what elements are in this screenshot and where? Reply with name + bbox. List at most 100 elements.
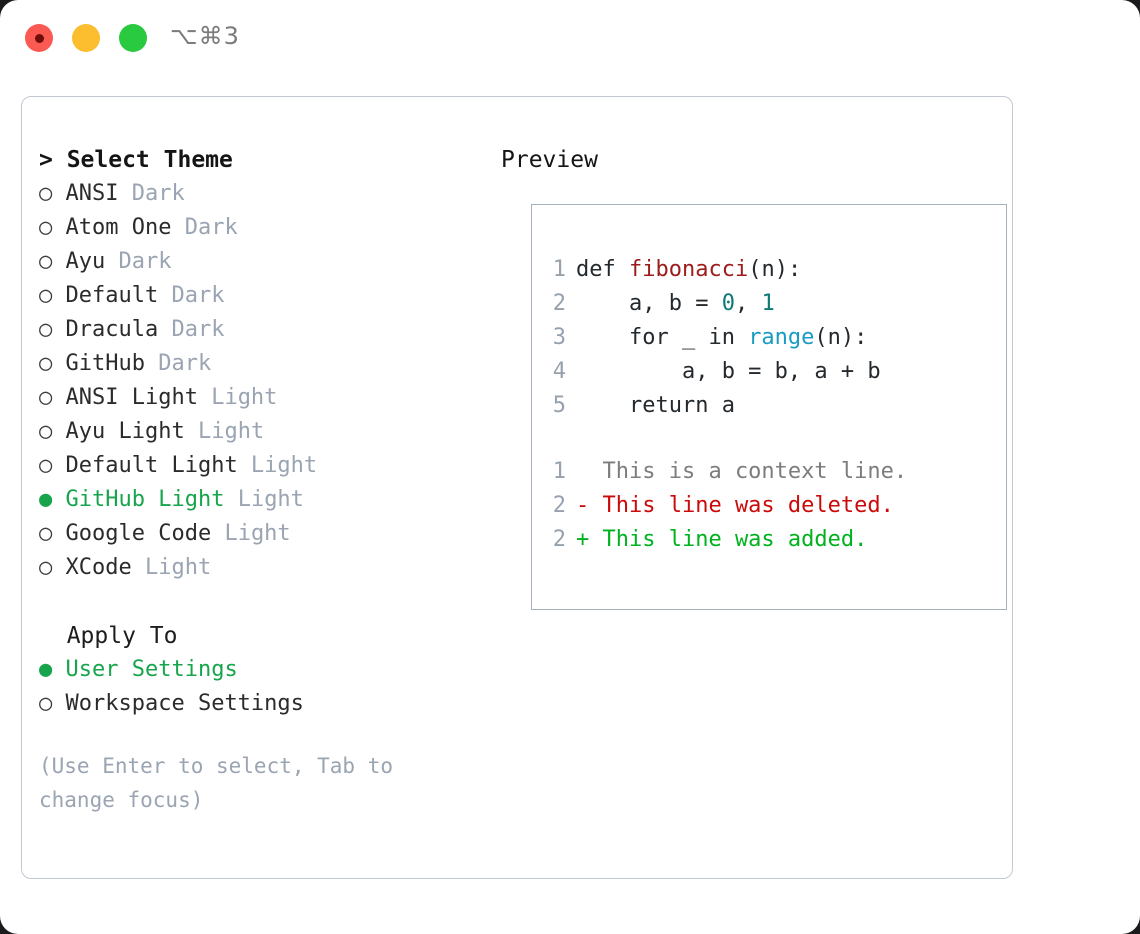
radio-unselected-icon: ○: [39, 351, 66, 376]
theme-picker-panel: > Select Theme ○ ANSI Dark○ Atom One Dar…: [21, 96, 1013, 879]
theme-option-label: Ayu: [65, 249, 106, 274]
radio-unselected-icon: ○: [39, 419, 66, 444]
theme-variant-tag: Light: [197, 385, 278, 410]
theme-option-label: Ayu Light: [65, 419, 185, 444]
list-spacer: [39, 585, 479, 619]
code-text: a, b =: [576, 291, 722, 316]
theme-option-2[interactable]: ○ Ayu Dark: [39, 245, 479, 279]
theme-option-label: Default Light: [65, 453, 238, 478]
radio-unselected-icon: ○: [39, 385, 66, 410]
theme-option-0[interactable]: ○ ANSI Dark: [39, 177, 479, 211]
line-number: 3: [552, 325, 566, 350]
code-line-4: 4 a, b = b, a + b: [544, 355, 1000, 389]
radio-unselected-icon: ○: [39, 453, 66, 478]
theme-variant-tag: Dark: [171, 215, 238, 240]
theme-option-label: XCode: [65, 555, 132, 580]
theme-option-label: ANSI Light: [65, 385, 198, 410]
keyboard-hint-text: (Use Enter to select, Tab to change focu…: [39, 754, 394, 812]
code-text: (n):: [814, 325, 868, 350]
line-number: 1: [552, 459, 566, 484]
radio-unselected-icon: ○: [39, 249, 66, 274]
diff-text: This is a context line.: [576, 459, 908, 484]
code-line-3: 3 for _ in range(n):: [544, 321, 1000, 355]
theme-variant-tag: Light: [237, 453, 318, 478]
radio-unselected-icon: ○: [39, 555, 66, 580]
theme-option-8[interactable]: ○ Default Light Light: [39, 449, 479, 483]
line-number: 2: [552, 291, 566, 316]
diff-line-deleted: 2 - This line was deleted.: [544, 489, 1000, 523]
apply-to-header: Apply To: [39, 623, 178, 649]
apply-option-0[interactable]: ● User Settings: [39, 653, 479, 687]
close-window-button[interactable]: [25, 24, 53, 52]
function-name-token: fibonacci: [628, 257, 749, 282]
theme-option-label: Default: [65, 283, 159, 308]
code-text: for _ in: [576, 325, 749, 350]
radio-unselected-icon: ○: [39, 215, 66, 240]
builtin-call-token: range: [748, 325, 815, 350]
select-theme-header: > Select Theme: [39, 147, 233, 173]
theme-option-label: Google Code: [65, 521, 212, 546]
code-text: return a: [576, 393, 735, 418]
line-number: 4: [552, 359, 566, 384]
code-text: ,: [734, 291, 762, 316]
theme-option-9[interactable]: ● GitHub Light Light: [39, 483, 479, 517]
maximize-window-button[interactable]: [119, 24, 147, 52]
code-line-2: 2 a, b = 0, 1: [544, 287, 1000, 321]
number-token: 1: [761, 291, 775, 316]
apply-option-label: Workspace Settings: [65, 691, 304, 716]
radio-unselected-icon: ○: [39, 283, 66, 308]
theme-variant-tag: Light: [211, 521, 291, 546]
apply-to-list: ● User Settings○ Workspace Settings: [39, 653, 479, 721]
radio-unselected-icon: ○: [39, 317, 66, 342]
line-number: 2: [552, 493, 566, 518]
theme-option-5[interactable]: ○ GitHub Dark: [39, 347, 479, 381]
code-text: (n):: [748, 257, 802, 282]
theme-variant-tag: Light: [131, 555, 212, 580]
line-number: 5: [552, 393, 566, 418]
radio-unselected-icon: ○: [39, 691, 66, 716]
radio-selected-icon: ●: [39, 487, 66, 512]
keyboard-shortcut-label: ⌥⌘3: [170, 22, 240, 50]
diff-text: + This line was added.: [576, 527, 868, 552]
code-diff-gap: [544, 423, 1000, 455]
theme-option-3[interactable]: ○ Default Dark: [39, 279, 479, 313]
diff-line-added: 2 + This line was added.: [544, 523, 1000, 557]
theme-option-11[interactable]: ○ XCode Light: [39, 551, 479, 585]
preview-title: Preview: [501, 147, 598, 173]
apply-option-label: User Settings: [65, 657, 238, 682]
minimize-window-button[interactable]: [72, 24, 100, 52]
theme-option-label: GitHub: [65, 351, 145, 376]
theme-variant-tag: Dark: [158, 317, 225, 342]
theme-list-column: > Select Theme ○ ANSI Dark○ Atom One Dar…: [39, 143, 479, 817]
theme-list: ○ ANSI Dark○ Atom One Dark○ Ayu Dark○ De…: [39, 177, 479, 585]
theme-variant-tag: Dark: [158, 283, 225, 308]
theme-variant-tag: Dark: [118, 181, 185, 206]
theme-option-7[interactable]: ○ Ayu Light Light: [39, 415, 479, 449]
traffic-lights: [25, 24, 147, 52]
theme-variant-tag: Dark: [105, 249, 172, 274]
theme-variant-tag: Light: [184, 419, 265, 444]
theme-option-4[interactable]: ○ Dracula Dark: [39, 313, 479, 347]
theme-variant-tag: Light: [224, 487, 304, 512]
line-number: 2: [552, 527, 566, 552]
theme-variant-tag: Dark: [144, 351, 212, 376]
title-bar: ⌥⌘3: [0, 0, 1140, 78]
theme-option-label: Atom One: [65, 215, 172, 240]
diff-sample: 1 This is a context line. 2 - This line wa…: [544, 455, 1000, 557]
theme-option-label: ANSI: [65, 181, 119, 206]
radio-selected-icon: ●: [39, 657, 66, 682]
diff-text: - This line was deleted.: [576, 493, 894, 518]
apply-option-1[interactable]: ○ Workspace Settings: [39, 687, 479, 721]
theme-option-10[interactable]: ○ Google Code Light: [39, 517, 479, 551]
theme-option-6[interactable]: ○ ANSI Light Light: [39, 381, 479, 415]
code-line-5: 5 return a: [544, 389, 1000, 423]
theme-option-1[interactable]: ○ Atom One Dark: [39, 211, 479, 245]
theme-option-label: GitHub Light: [65, 487, 225, 512]
number-token: 0: [721, 291, 735, 316]
